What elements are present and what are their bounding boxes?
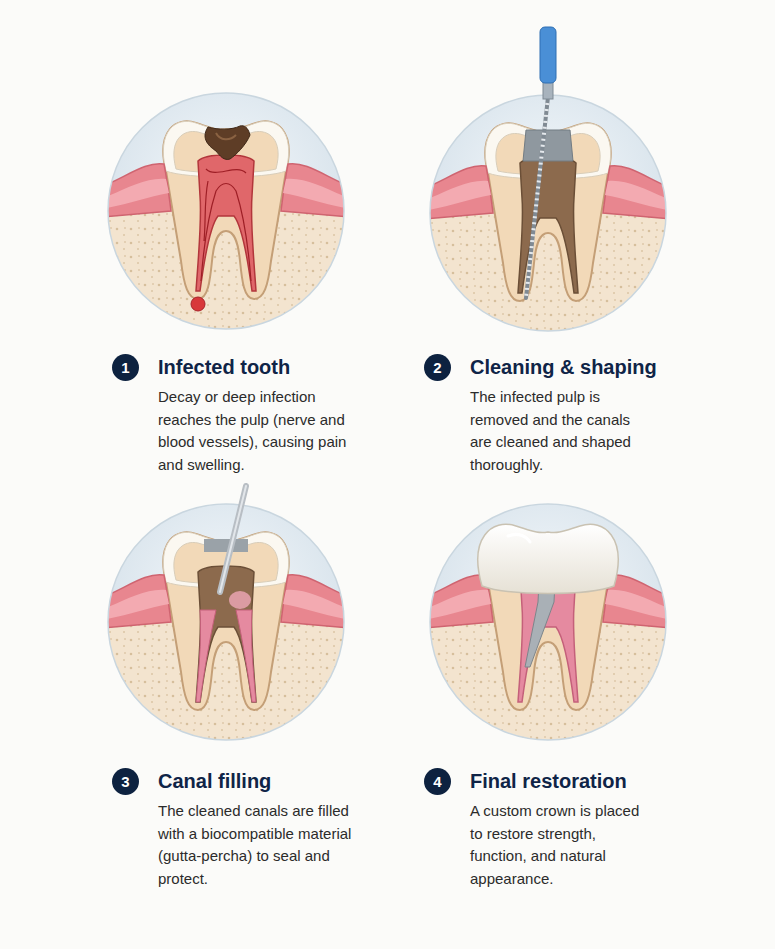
step-item: 1 Infected toothDecay or deep infection r…	[112, 354, 352, 476]
step-description: Decay or deep infection reaches the pulp…	[158, 386, 348, 476]
step-item: 2 Cleaning & shapingThe infected pulp is …	[424, 354, 656, 476]
cleaning-figure	[418, 27, 678, 345]
step-number: 4	[424, 768, 451, 795]
step-description: The cleaned canals are filled with a bio…	[158, 800, 356, 890]
step-description: A custom crown is placed to restore stre…	[470, 800, 652, 890]
filling-figure	[96, 486, 356, 754]
step-item: 3 Canal fillingThe cleaned canals are fil…	[112, 768, 360, 890]
step-number: 1	[112, 354, 139, 381]
step-heading: Infected tooth	[158, 354, 290, 381]
step-number: 2	[424, 354, 451, 381]
step-number: 3	[112, 768, 139, 795]
restoration-figure	[418, 504, 678, 754]
step-description: The infected pulp is removed and the can…	[470, 386, 652, 476]
infected-tooth-figure	[96, 93, 356, 343]
step-heading: Cleaning & shaping	[470, 354, 657, 381]
step-item: 4 Final restoration A custom crown is plac…	[424, 768, 656, 890]
step-heading: Canal filling	[158, 768, 271, 795]
step-heading: Final restoration	[470, 768, 627, 795]
